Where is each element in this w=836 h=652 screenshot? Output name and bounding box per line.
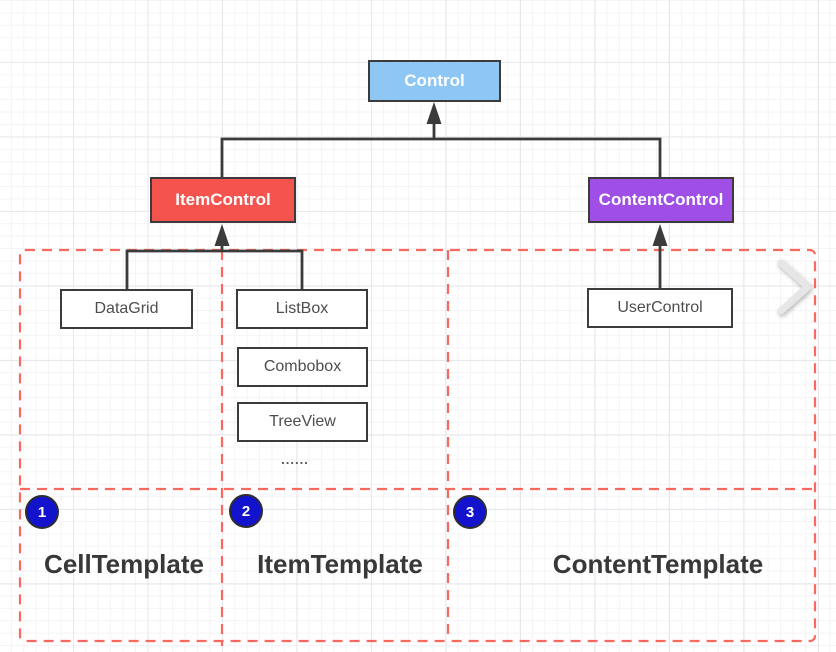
node-combobox: Combobox (237, 347, 368, 387)
region-label-cell-template: CellTemplate (44, 549, 204, 579)
region-badge-3-number: 3 (465, 503, 475, 521)
node-item-control: ItemControl (150, 177, 296, 223)
region-label-item-template: ItemTemplate (257, 549, 423, 579)
node-list-box: ListBox (236, 289, 368, 329)
region-badge-2-number: 2 (241, 502, 251, 520)
node-list-box-label: ListBox (275, 300, 329, 317)
connector-arrowheads (214, 102, 668, 246)
node-content-control: ContentControl (588, 177, 734, 223)
connector-to-item-control (125, 244, 304, 289)
more-items-ellipsis: ...... (281, 452, 309, 467)
region-badge-1: 1 (25, 495, 59, 529)
node-tree-view: TreeView (237, 402, 368, 442)
next-chevron-glyph (777, 259, 812, 315)
region-label-content-template: ContentTemplate (552, 549, 764, 579)
region-badge-1-number: 1 (37, 503, 47, 521)
node-data-grid: DataGrid (60, 289, 193, 329)
node-user-control-label: UserControl (617, 299, 703, 316)
next-chevron-icon[interactable] (770, 255, 820, 319)
node-control: Control (368, 60, 501, 102)
node-tree-view-label: TreeView (269, 413, 336, 430)
node-user-control: UserControl (587, 288, 733, 328)
region-badge-2: 2 (229, 494, 263, 528)
arrowhead-control (426, 102, 442, 124)
node-item-control-label: ItemControl (175, 190, 271, 209)
arrowhead-content-control (652, 224, 668, 246)
node-data-grid-label: DataGrid (94, 300, 159, 317)
arrowhead-item-control (214, 224, 230, 246)
node-content-control-label: ContentControl (598, 190, 724, 209)
region-badge-3: 3 (453, 495, 487, 529)
node-control-label: Control (404, 71, 465, 90)
node-combobox-label: Combobox (263, 358, 342, 375)
connector-to-control (220, 122, 662, 177)
